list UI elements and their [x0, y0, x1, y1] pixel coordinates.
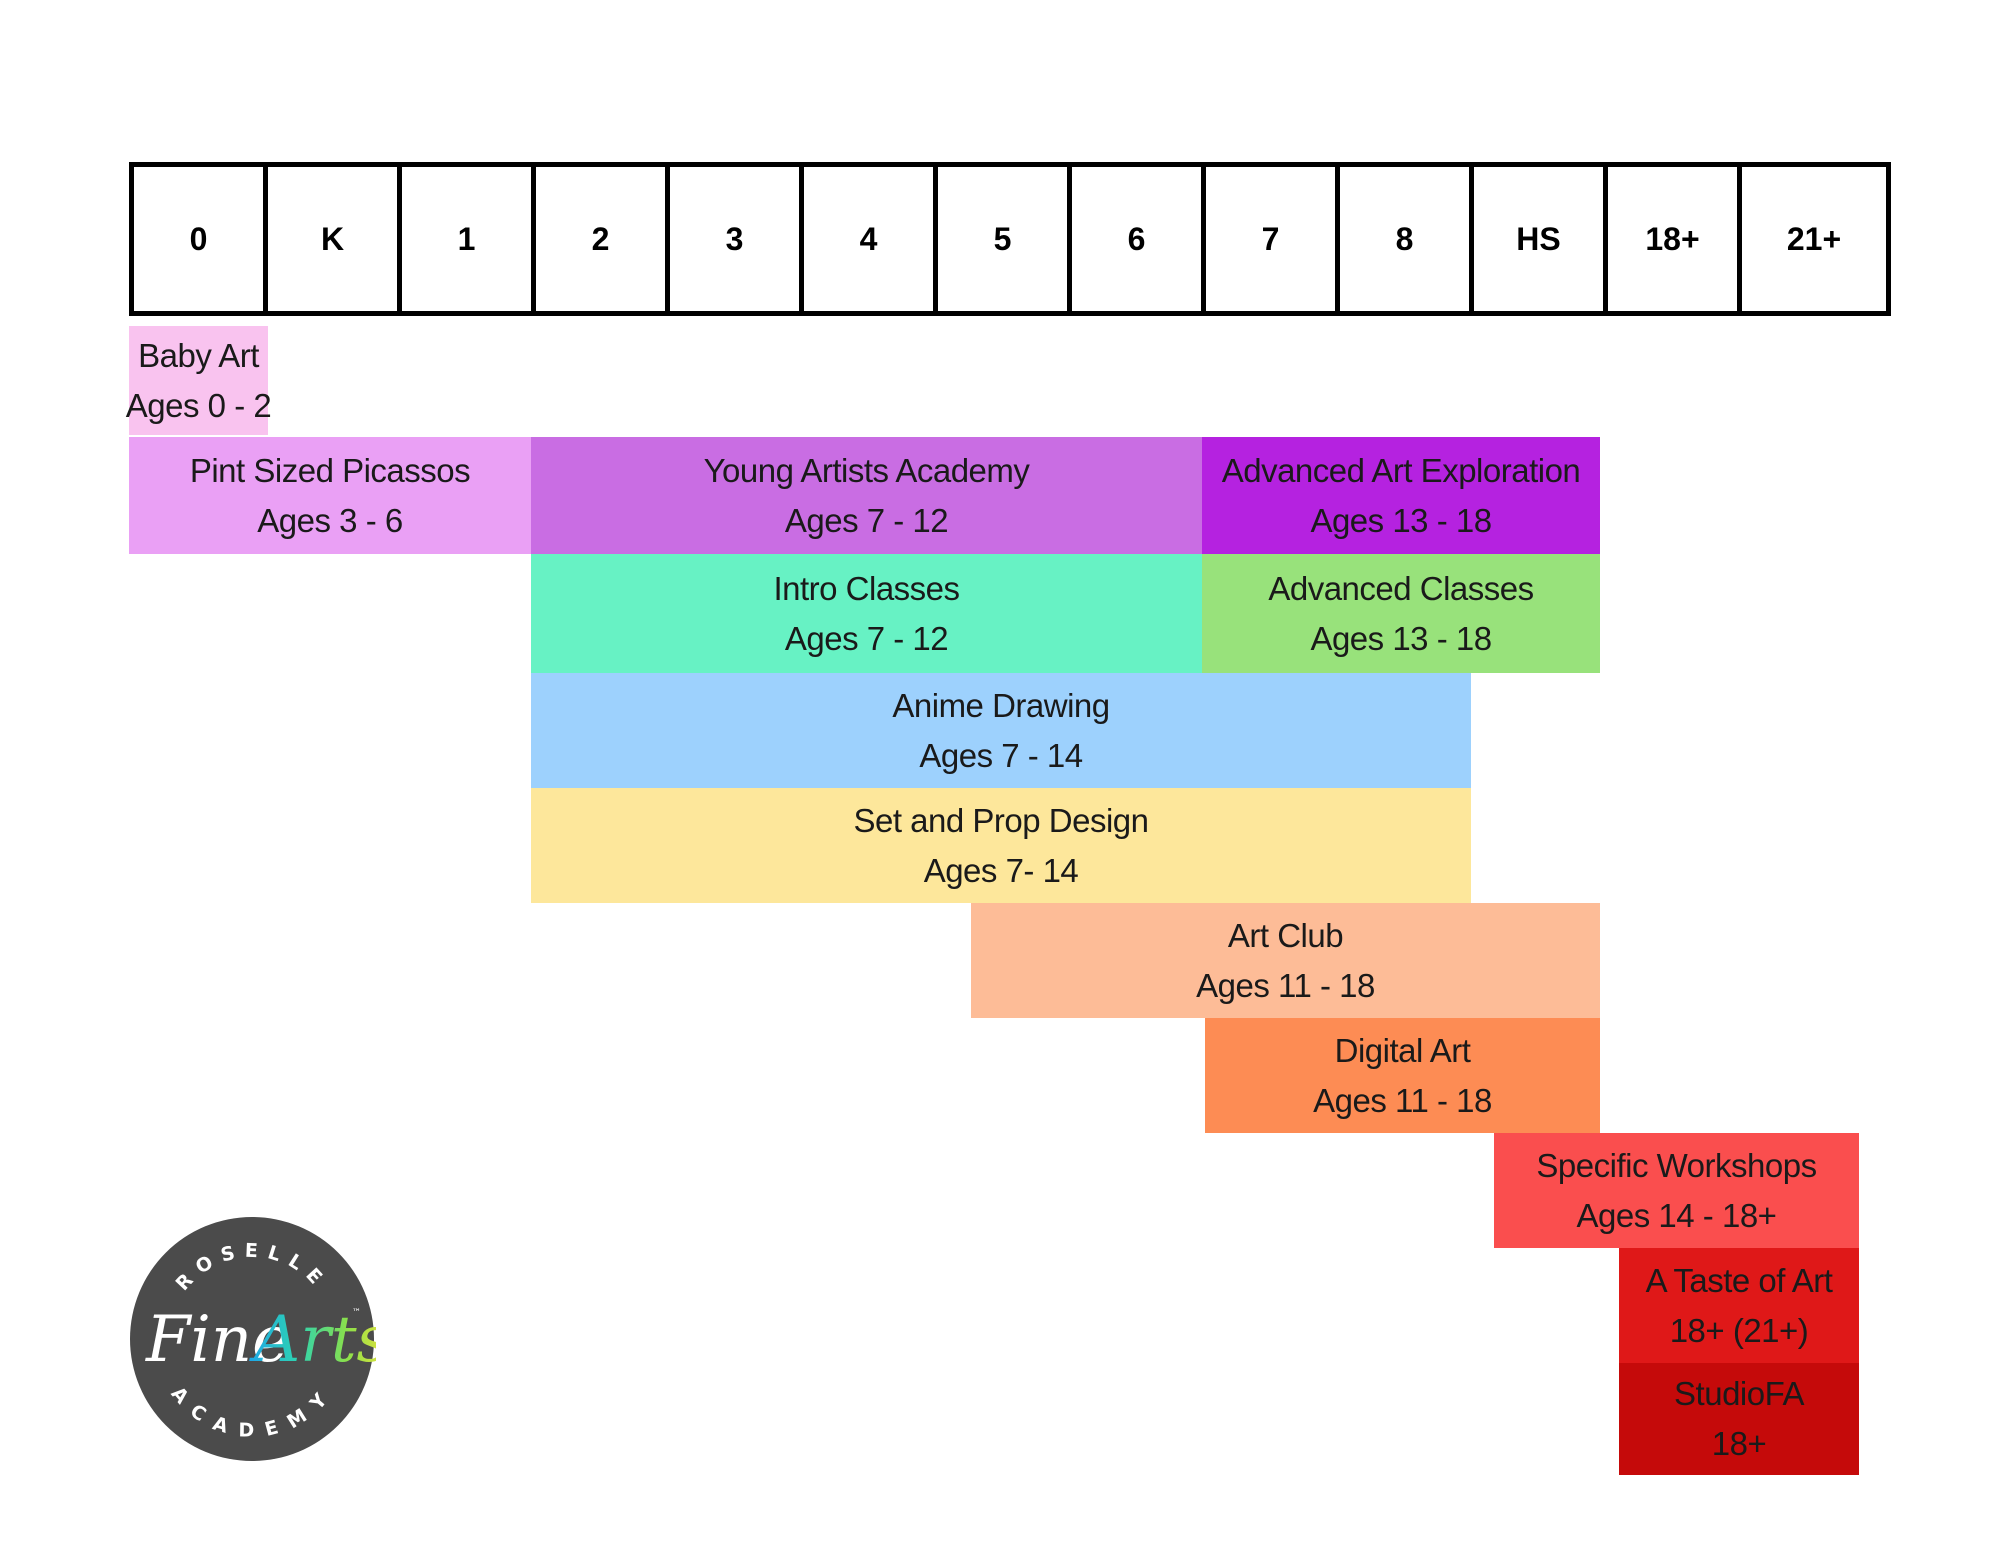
grade-cell: 7: [1206, 167, 1340, 311]
program-ages: Ages 13 - 18: [1310, 501, 1492, 539]
grade-cell: 3: [670, 167, 804, 311]
program-ages: Ages 7 - 12: [784, 619, 949, 657]
program-name: Advanced Classes: [1268, 569, 1534, 607]
grade-cell: 4: [804, 167, 938, 311]
program-ages: Ages 7 - 14: [919, 736, 1083, 774]
program-ages: Ages 14 - 18+: [1576, 1196, 1777, 1234]
program-ages: Ages 11 - 18: [1313, 1081, 1492, 1119]
program-ages: Ages 3 - 6: [257, 501, 403, 539]
grade-cell: 8: [1340, 167, 1474, 311]
program-block: StudioFA 18+: [1619, 1363, 1859, 1475]
grade-cell: 21+: [1786, 220, 1842, 257]
grade-cell: 2: [536, 167, 670, 311]
program-name: Young Artists Academy: [703, 451, 1030, 489]
program-name: Specific Workshops: [1536, 1146, 1817, 1184]
program-ages: 18+: [1711, 1425, 1767, 1462]
program-name: Baby Art: [138, 336, 259, 374]
program-ages: 18+ (21+): [1669, 1311, 1809, 1349]
program-name: Digital Art: [1334, 1031, 1471, 1069]
grade-cell: HS: [1474, 167, 1608, 311]
program-name: Intro Classes: [773, 569, 960, 607]
grade-cell: 1: [402, 167, 536, 311]
program-ages: Ages 11 - 18: [1196, 966, 1375, 1004]
program-ages: Ages 7 - 12: [784, 501, 949, 539]
grade-cell: 18+: [1608, 167, 1742, 311]
grade-cell: K: [268, 167, 402, 311]
grade-cell: 5: [938, 167, 1072, 311]
program-ages: Ages 7- 14: [923, 851, 1079, 889]
program-block: A Taste of Art 18+ (21+): [1619, 1248, 1859, 1363]
grade-cell: 0: [134, 167, 268, 311]
logo-trademark-text: ™: [352, 1308, 361, 1318]
program-name: StudioFA: [1674, 1375, 1804, 1412]
program-name: A Taste of Art: [1645, 1261, 1833, 1299]
roselle-fine-arts-academy-logo: ROSELLE Fine Arts ™ ACADEMY: [130, 1217, 376, 1461]
program-name: Pint Sized Picassos: [189, 451, 471, 489]
program-ages: Ages 0 - 2: [125, 386, 272, 424]
logo-arts-text: Arts: [249, 1303, 376, 1377]
logo-circle: [130, 1217, 374, 1461]
program-ages: Ages 13 - 18: [1310, 619, 1492, 657]
program-name: Anime Drawing: [892, 686, 1110, 724]
program-name: Set and Prop Design: [853, 801, 1149, 839]
logo-fine-text: Fine: [145, 1303, 290, 1377]
grade-cell: 6: [1072, 167, 1206, 311]
program-name: Advanced Art Exploration: [1221, 451, 1581, 489]
program-name: Art Club: [1227, 916, 1344, 954]
